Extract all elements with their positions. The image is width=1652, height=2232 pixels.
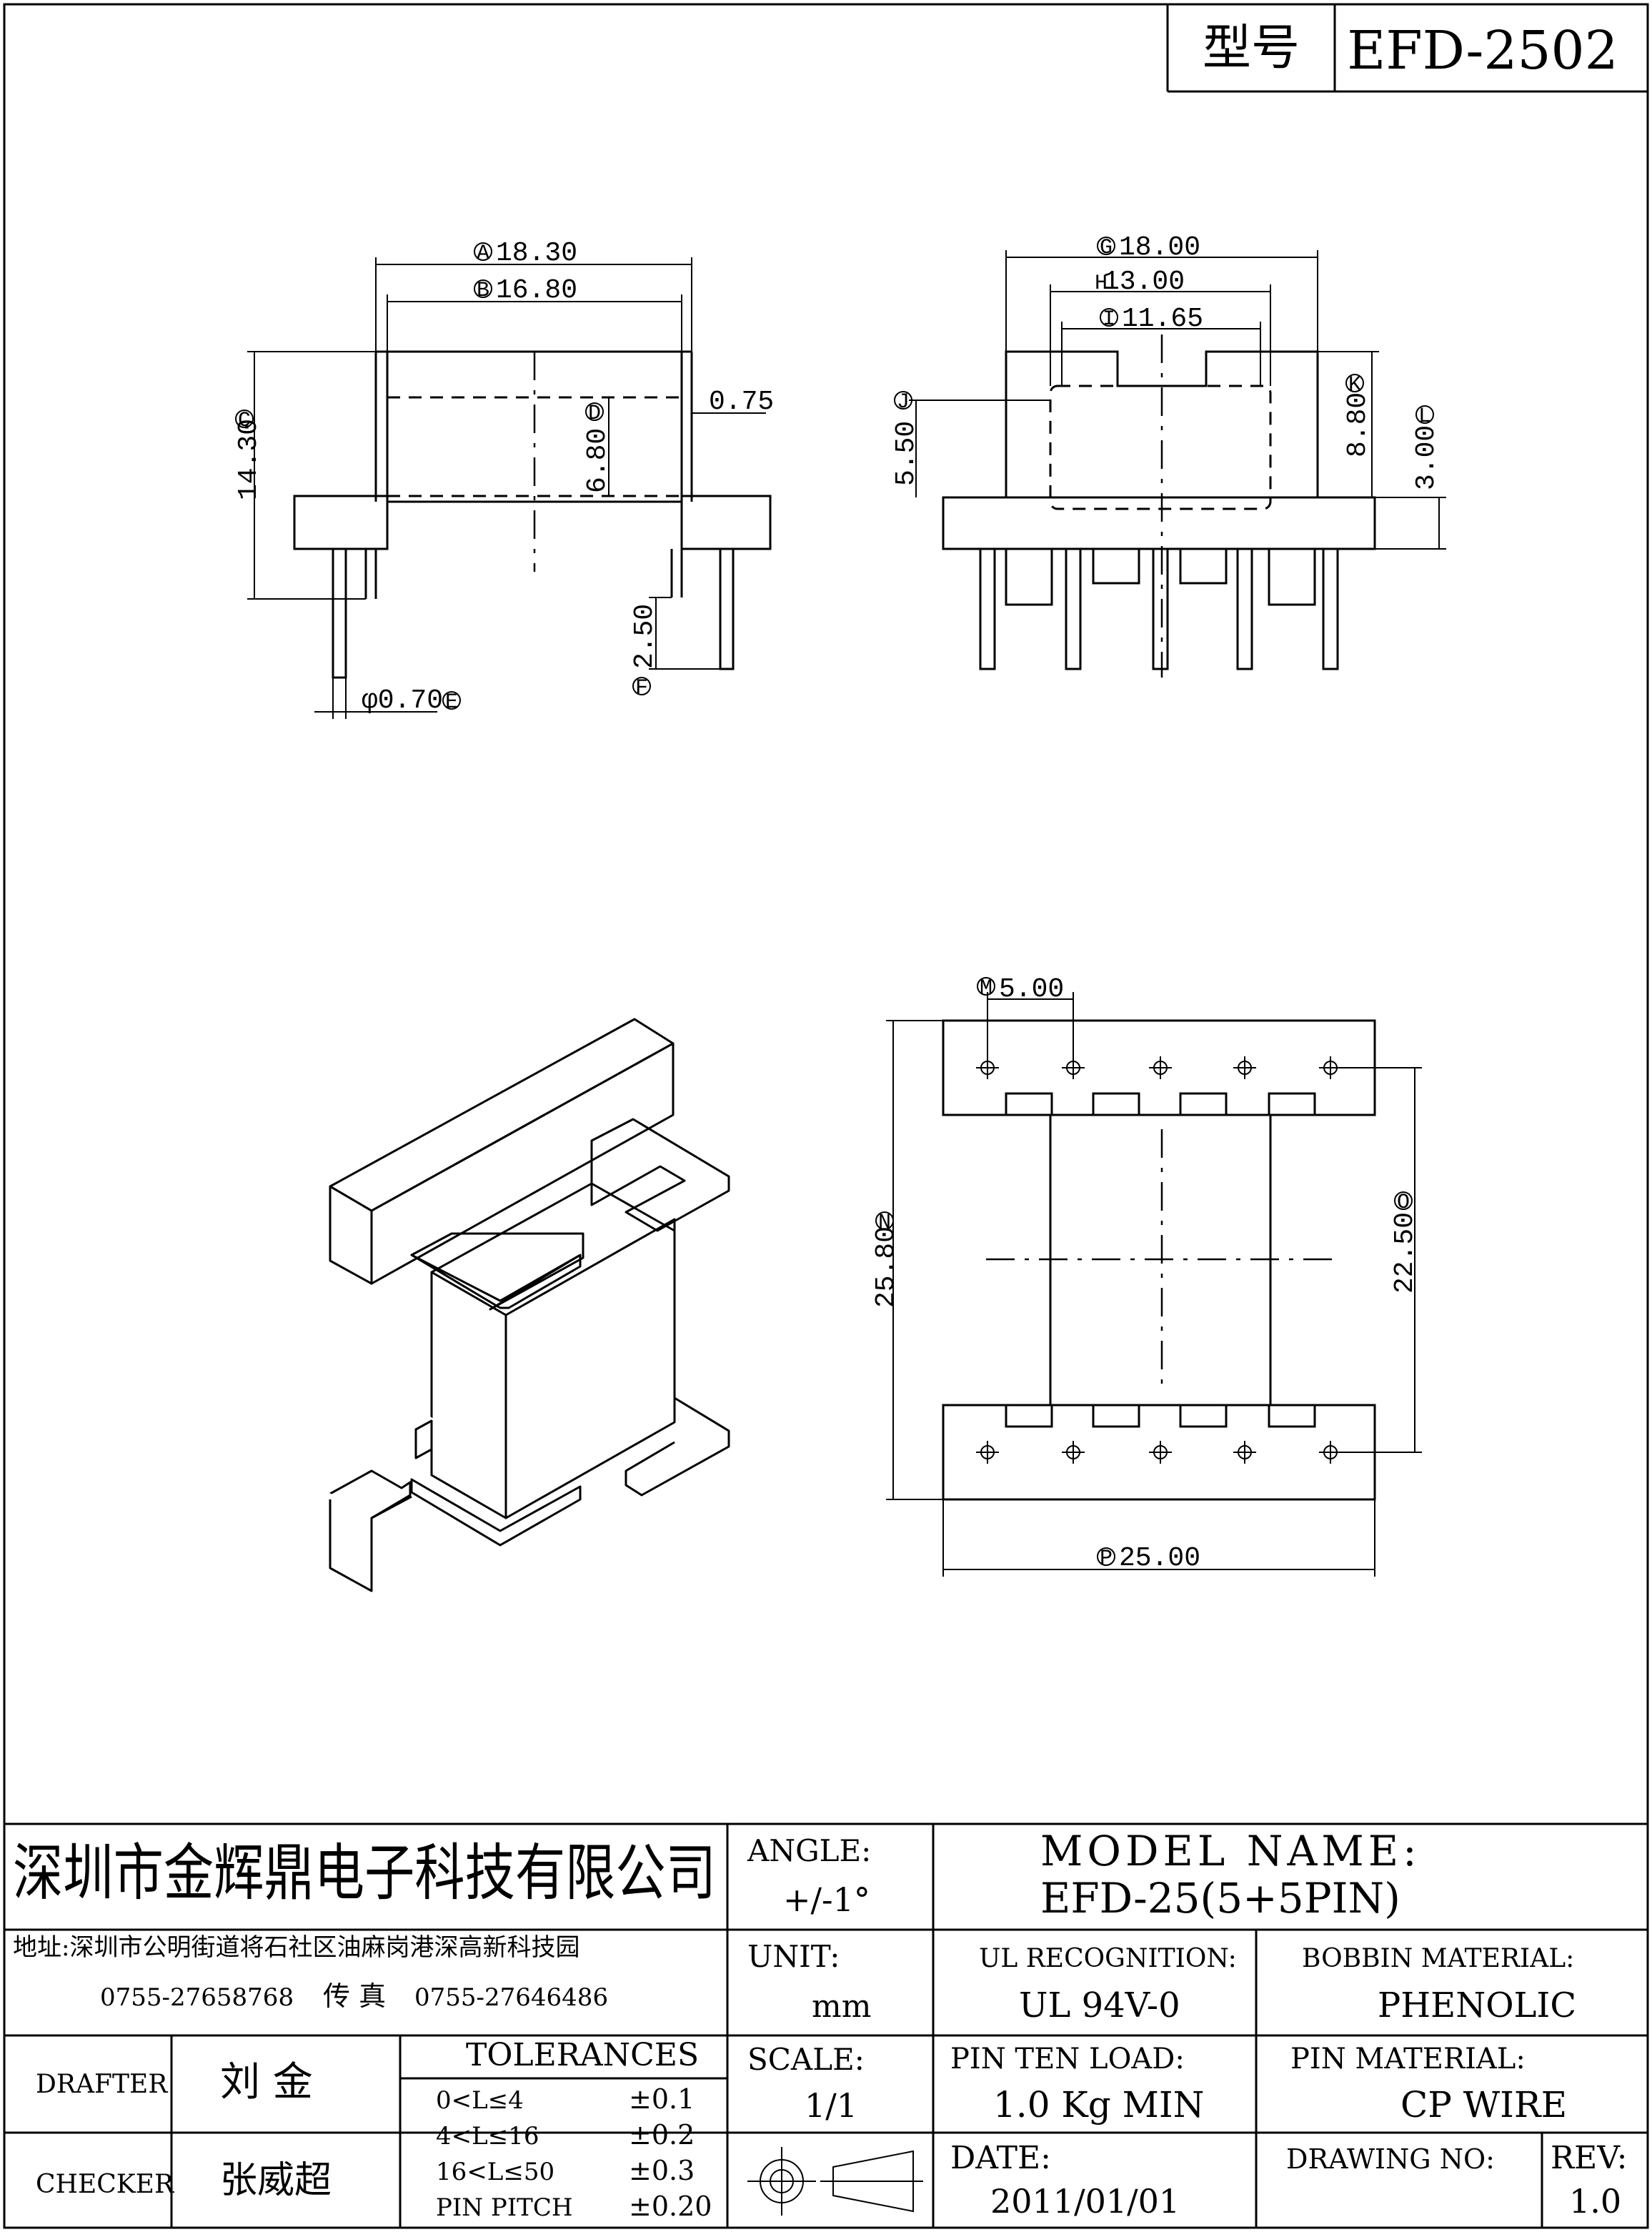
dim-c-value: 14.30: [234, 419, 264, 500]
dim-n-marker: N: [878, 1211, 891, 1235]
isometric-view: [273, 1008, 730, 1592]
model-name-label: MODEL NAME:: [1040, 1827, 1421, 1875]
rev-value: 1.0: [1569, 2182, 1621, 2221]
header-model-code: EFD-2502: [1347, 20, 1618, 81]
dim-l-marker: L: [1418, 405, 1431, 429]
dim-c-marker: C: [238, 409, 251, 433]
tolerances-label: TOLERANCES: [466, 2037, 699, 2073]
dim-o-value: 22.50: [1390, 1212, 1420, 1294]
dim-d-value: 6.80: [582, 428, 613, 493]
rev-label: REV:: [1551, 2140, 1627, 2176]
dim-o-marker: O: [1397, 1191, 1410, 1215]
dim-g-value: 18.00: [1119, 232, 1200, 263]
dim-e-value: φ0.70: [362, 685, 443, 716]
date-value: 2011/01/01: [990, 2182, 1180, 2221]
dim-j-marker: J: [897, 390, 910, 415]
dim-i-value: 11.65: [1122, 304, 1203, 334]
dim-h-value: 13.00: [1103, 267, 1185, 297]
dim-m-value: 5.00: [999, 974, 1064, 1005]
dim-thickness-value: 0.75: [709, 387, 774, 417]
pin-material-value: CP WIRE: [1400, 2084, 1567, 2126]
angle-label: ANGLE:: [747, 1833, 871, 1868]
tolerance-range: 4<L≤16: [436, 2122, 539, 2151]
pin-material-label: PIN MATERIAL:: [1290, 2043, 1526, 2075]
bobbin-material-label: BOBBIN MATERIAL:: [1302, 1944, 1574, 1973]
dim-l-value: 3.00: [1411, 425, 1442, 490]
scale-label: SCALE:: [747, 2042, 865, 2077]
dim-e-marker: E: [445, 690, 458, 715]
date-label: DATE:: [950, 2140, 1051, 2176]
dim-k-value: 8.80: [1343, 392, 1373, 457]
dim-f-value: 2.50: [630, 604, 660, 669]
tolerance-range: 16<L≤50: [436, 2158, 554, 2186]
dim-d-marker: D: [588, 402, 601, 426]
dim-a-marker: A: [477, 242, 489, 266]
unit-label: UNIT:: [747, 1939, 840, 1974]
tolerance-value: ±0.3: [629, 2155, 695, 2186]
company-fax: 0755-27646486: [414, 1983, 608, 2012]
model-name-value: EFD-25(5+5PIN): [1040, 1874, 1400, 1923]
tolerance-range: PIN PITCH: [436, 2193, 573, 2222]
bobbin-material-value: PHENOLIC: [1378, 1985, 1576, 2025]
company-phone: 0755-27658768: [100, 1983, 294, 2012]
dim-m-marker: M: [980, 976, 992, 1001]
dim-p-value: 25.00: [1119, 1543, 1200, 1574]
angle-value: +/-1°: [783, 1880, 870, 1919]
ul-recognition-value: UL 94V-0: [1019, 1985, 1180, 2025]
company-name: 深圳市金辉鼎电子科技有限公司: [13, 1837, 716, 1909]
dim-k-marker: K: [1348, 373, 1361, 397]
dim-n-value: 25.80: [871, 1226, 902, 1308]
dim-p-marker: P: [1100, 1547, 1113, 1571]
drafter-label: DRAFTER: [36, 2070, 168, 2099]
header-box: 型号 EFD-2502: [1166, 4, 1648, 93]
side-view: G 18.00 13.00 H I 11.65 J 5.50 K 8.80 L …: [891, 232, 1446, 678]
ul-recognition-label: UL RECOGNITION:: [979, 1944, 1237, 1973]
pin-load-value: 1.0 Kg MIN: [993, 2084, 1204, 2126]
unit-value: mm: [812, 1988, 871, 2025]
front-view: A 18.30 B 16.80 C 14.30 D 6.80 0.75 φ0.7…: [234, 238, 774, 719]
tolerance-value: ±0.1: [629, 2083, 695, 2115]
scale-value: 1/1: [805, 2086, 857, 2125]
dim-f-marker: F: [635, 676, 648, 700]
dim-b-value: 16.80: [496, 275, 577, 306]
dim-a-value: 18.30: [496, 238, 577, 269]
checker-label: CHECKER: [36, 2170, 174, 2199]
dim-j-value: 5.50: [891, 421, 922, 486]
checker-value: 张威超: [220, 2159, 332, 2202]
dim-i-marker: I: [1103, 307, 1115, 332]
projection-symbol-icon: [747, 2147, 923, 2216]
fax-label: 传 真: [323, 1980, 386, 2012]
drafter-value: 刘 金: [220, 2059, 313, 2105]
pin-load-label: PIN TEN LOAD:: [950, 2043, 1185, 2075]
dim-g-marker: G: [1100, 236, 1113, 260]
company-address: 地址:深圳市公明街道将石社区油麻岗港深高新科技园: [13, 1933, 579, 1962]
dim-b-marker: B: [477, 279, 489, 303]
tolerance-range: 0<L≤4: [436, 2086, 524, 2115]
drawing-no-label: DRAWING NO:: [1286, 2143, 1495, 2175]
header-type-label: 型号: [1203, 20, 1300, 76]
tolerance-value: ±0.2: [629, 2119, 695, 2151]
dim-h-marker: H: [1095, 272, 1108, 296]
drawing-border: [3, 3, 1649, 2229]
top-view: M 5.00 N 25.80 O 22.50 P 25.00: [871, 974, 1422, 1577]
title-block: 深圳市金辉鼎电子科技有限公司 地址:深圳市公明街道将石社区油麻岗港深高新科技园 …: [4, 1822, 1648, 2228]
tolerance-value: ±0.20: [629, 2191, 712, 2222]
